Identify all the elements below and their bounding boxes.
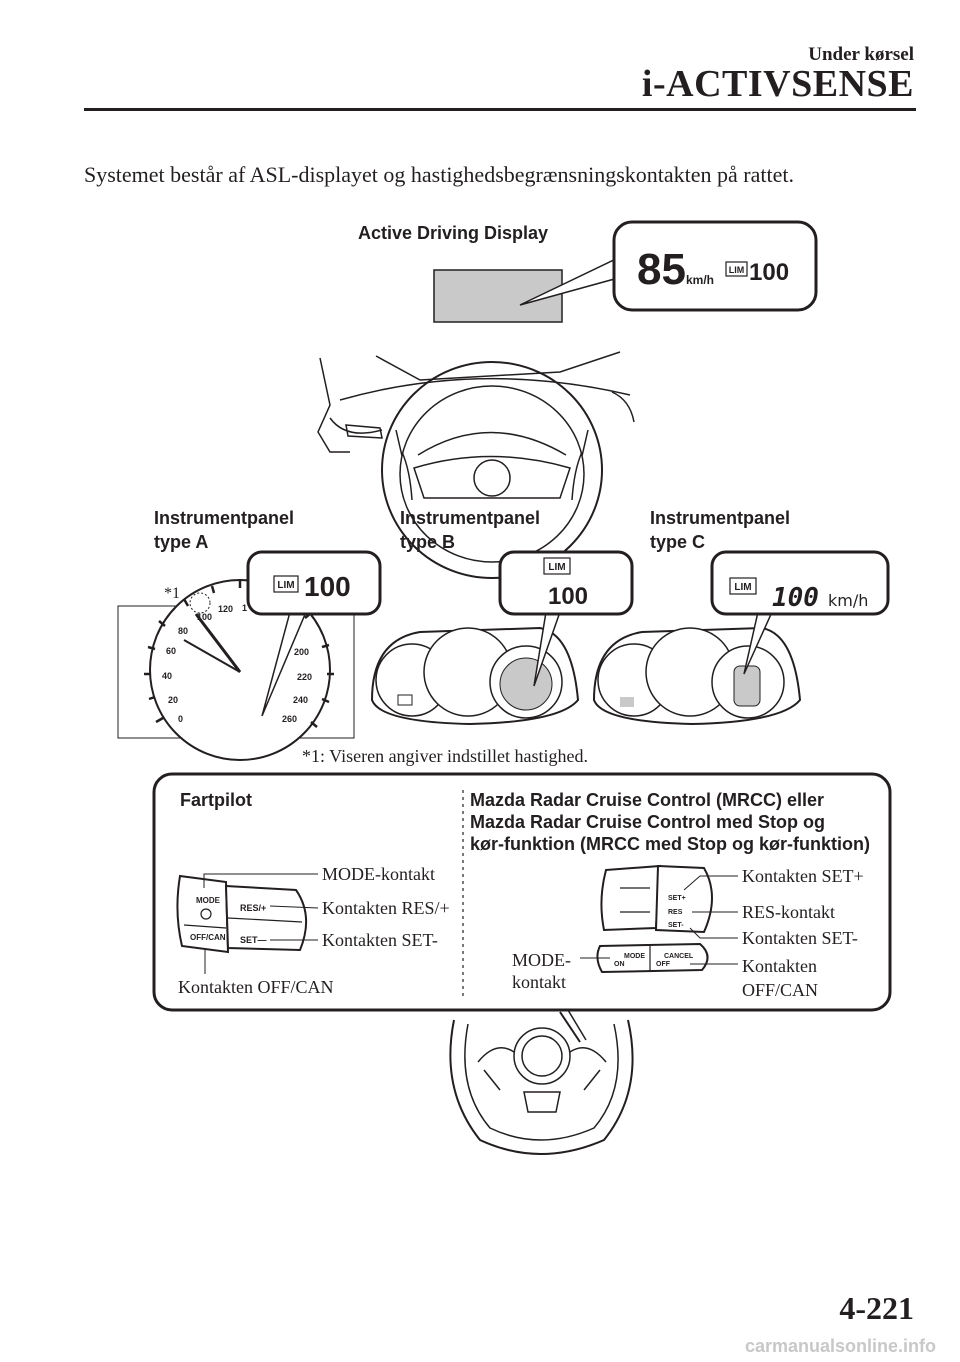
panel-type-b: Instrumentpanel type B LIM 100 bbox=[370, 508, 634, 726]
setplus-switch-label: Kontakten SET+ bbox=[742, 866, 864, 886]
header-divider bbox=[84, 108, 916, 111]
cruise-switch-cluster: MODE RES/+ OFF/CAN SET— bbox=[176, 874, 308, 954]
switch-cancel-text: CANCEL bbox=[664, 953, 694, 960]
tick-1: 1 bbox=[242, 603, 247, 613]
speed-unit: km/h bbox=[686, 273, 714, 287]
lim-badge: LIM bbox=[729, 265, 745, 275]
tick-20: 20 bbox=[168, 695, 178, 705]
panel-b-title-2: type B bbox=[400, 532, 455, 552]
mrcc-title-line-1: Mazda Radar Cruise Control (MRCC) eller bbox=[470, 790, 824, 810]
panel-type-c: Instrumentpanel type C LIM 100 km/h bbox=[592, 508, 890, 726]
panel-c-title-1: Instrumentpanel bbox=[650, 508, 790, 528]
switch-mode-text: MODE bbox=[196, 896, 221, 905]
panel-b-title-1: Instrumentpanel bbox=[400, 508, 540, 528]
setminus-switch-label: Kontakten SET- bbox=[742, 928, 858, 948]
tick-80: 80 bbox=[178, 626, 188, 636]
tick-120: 120 bbox=[218, 604, 233, 614]
res-switch-label: Kontakten RES/+ bbox=[322, 898, 450, 918]
set-speed-pointer bbox=[183, 639, 241, 673]
panel-b-limit: 100 bbox=[548, 583, 588, 610]
switch-res-text: RES/+ bbox=[240, 903, 266, 913]
panel-type-a: Instrumentpanel type A 0 20 40 60 80 100… bbox=[117, 508, 382, 761]
mrcc-title-line-3: kør-funktion (MRCC med Stop og kør-funkt… bbox=[470, 834, 870, 854]
page-number: 4-221 bbox=[839, 1290, 914, 1326]
panel-a-lim: LIM bbox=[277, 580, 294, 591]
panel-a-title-1: Instrumentpanel bbox=[154, 508, 294, 528]
tick-0: 0 bbox=[178, 714, 183, 724]
offcan-label-line-1: Kontakten bbox=[742, 956, 817, 976]
speed-limit: 100 bbox=[749, 259, 789, 286]
section-title: Under kørsel bbox=[808, 44, 914, 65]
tick-60: 60 bbox=[166, 646, 176, 656]
dashboard-drawing bbox=[317, 351, 635, 579]
offcan-switch-label: Kontakten OFF/CAN bbox=[178, 977, 334, 997]
panel-a-callout bbox=[246, 550, 382, 616]
mode-label-line-1: MODE- bbox=[512, 950, 571, 970]
tick-220: 220 bbox=[297, 672, 312, 682]
switch-on-text: ON bbox=[614, 961, 625, 968]
chapter-title: i-ACTIVSENSE bbox=[641, 63, 914, 105]
tick-100: 100 bbox=[197, 612, 212, 622]
panel-a-title-2: type A bbox=[154, 532, 208, 552]
switch-set-text: SET— bbox=[240, 935, 267, 945]
switch-setplus-text: SET+ bbox=[668, 895, 686, 902]
panel-c-lim: LIM bbox=[734, 582, 751, 593]
intro-paragraph: Systemet består af ASL-displayet og hast… bbox=[84, 162, 794, 187]
panel-c-callout bbox=[710, 550, 890, 616]
panel-a-limit: 100 bbox=[304, 571, 351, 602]
tick-260: 260 bbox=[282, 714, 297, 724]
offcan-label-line-2: OFF/CAN bbox=[742, 980, 818, 1000]
speedometer-footnote: *1: Viseren angiver indstillet hastighed… bbox=[302, 746, 588, 766]
panel-c-limit: 100 bbox=[772, 583, 819, 613]
switch-offcan-text: OFF/CAN bbox=[190, 933, 226, 942]
speed-needle bbox=[194, 613, 242, 673]
tick-240: 240 bbox=[293, 695, 308, 705]
lim-badge-box bbox=[725, 261, 748, 277]
mode-switch-label: MODE-kontakt bbox=[322, 864, 435, 884]
footnote-marker: *1 bbox=[164, 585, 180, 602]
steering-wheel-drawing bbox=[449, 1009, 634, 1155]
active-driving-display: Active Driving Display 85 km/h LIM 100 bbox=[358, 220, 818, 323]
mrcc-title-line-2: Mazda Radar Cruise Control med Stop og bbox=[470, 812, 825, 832]
marker-circle bbox=[189, 592, 211, 614]
panel-c-unit: km/h bbox=[828, 591, 868, 610]
current-speed: 85 bbox=[637, 245, 686, 294]
active-display-callout bbox=[612, 220, 818, 312]
res-switch-label-right: RES-kontakt bbox=[742, 902, 835, 922]
switch-mode-text-right: MODE bbox=[624, 953, 645, 960]
switch-res-text-right: RES bbox=[668, 909, 683, 916]
mrcc-switch-cluster: SET+ RES SET- ON MODE OFF CANCEL bbox=[596, 864, 713, 974]
panel-b-callout bbox=[498, 550, 634, 616]
cruise-icon bbox=[200, 908, 212, 920]
footer-watermark: carmanualsonline.info bbox=[744, 1336, 936, 1356]
switch-setminus-text: SET- bbox=[668, 922, 684, 929]
mode-label-line-2: kontakt bbox=[512, 972, 566, 992]
tick-200: 200 bbox=[294, 647, 309, 657]
switch-off-text: OFF bbox=[656, 961, 671, 968]
panel-b-lim: LIM bbox=[548, 562, 565, 573]
active-display-label: Active Driving Display bbox=[358, 223, 548, 243]
set-switch-label: Kontakten SET- bbox=[322, 930, 438, 950]
panel-c-title-2: type C bbox=[650, 532, 705, 552]
cruise-control-title: Fartpilot bbox=[180, 790, 252, 810]
tick-40: 40 bbox=[162, 671, 172, 681]
